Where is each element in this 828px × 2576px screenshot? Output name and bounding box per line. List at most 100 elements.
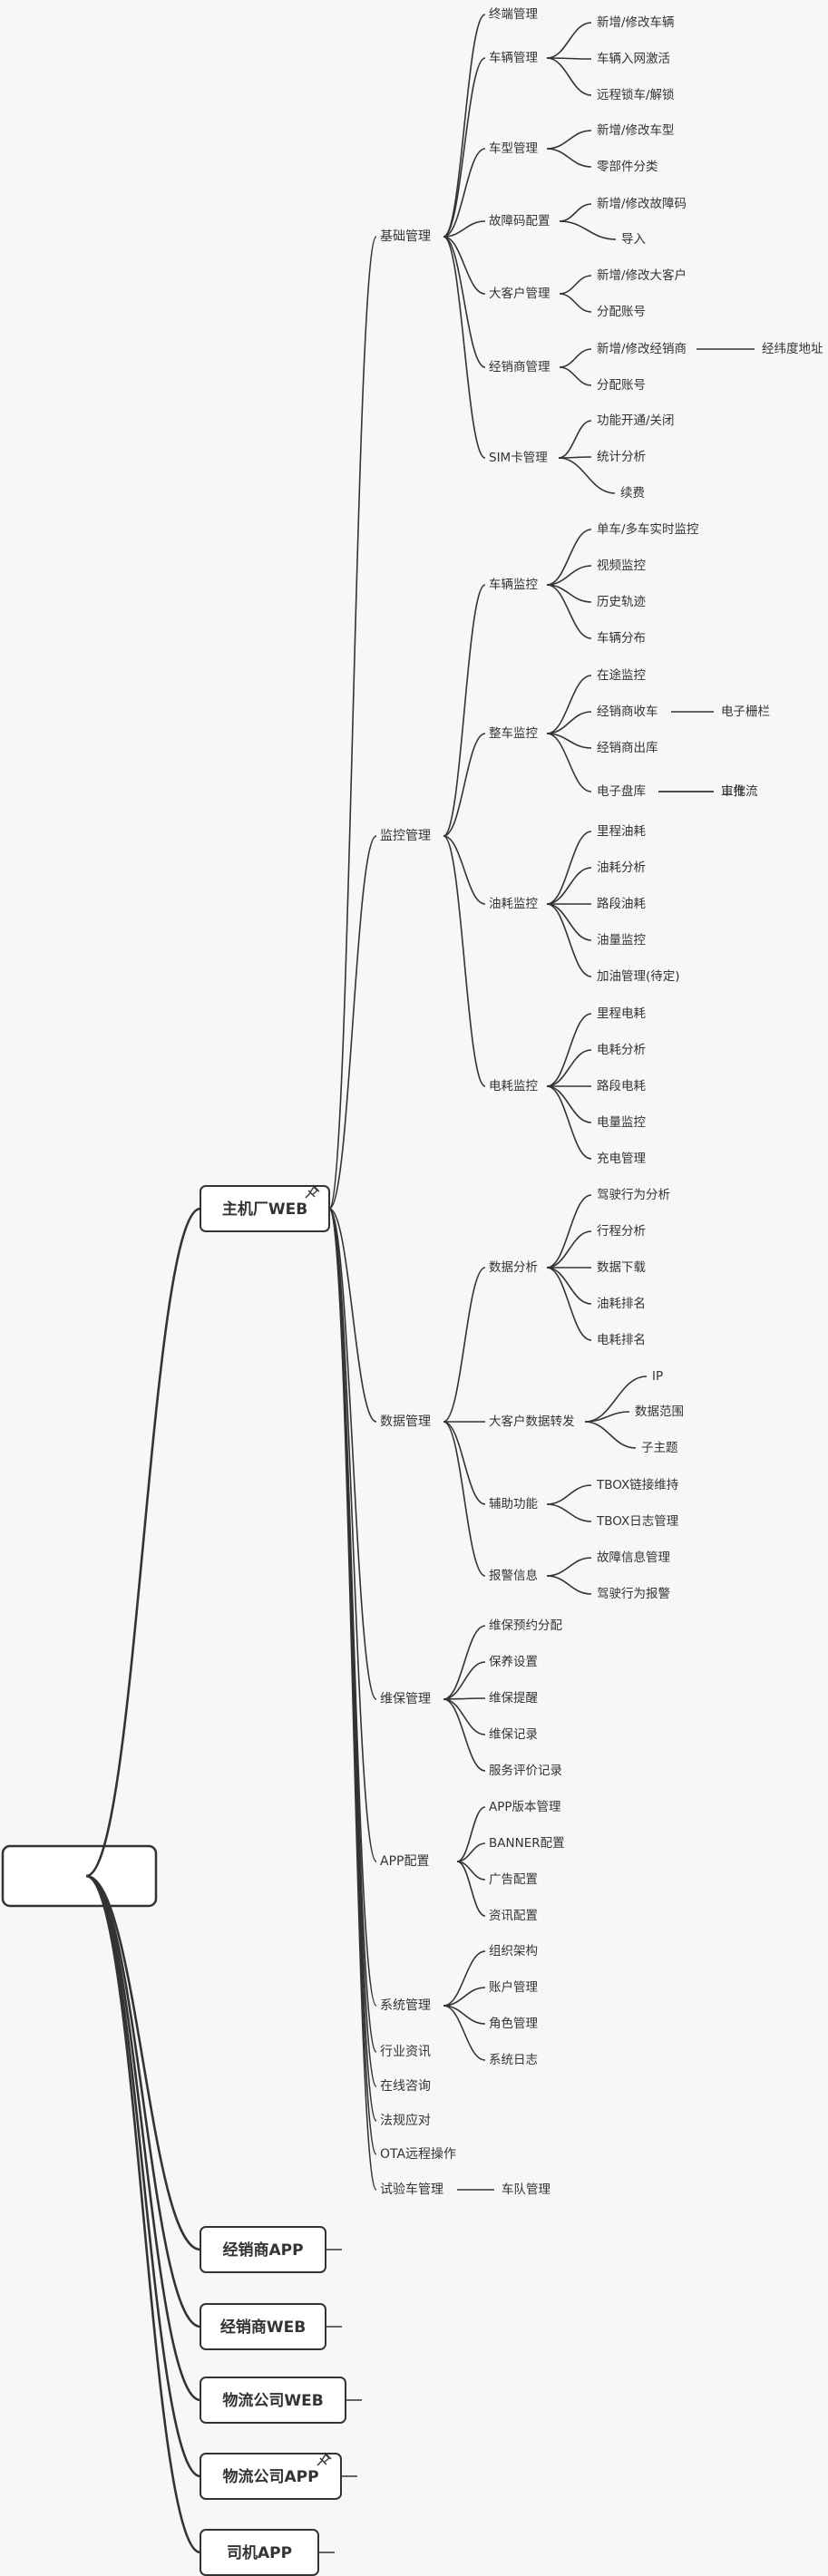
node-basic-3-0[interactable]: 新增/修改故障码: [597, 197, 687, 211]
node-monitor-3-4[interactable]: 充电管理: [597, 1152, 646, 1166]
node-data-2[interactable]: 辅助功能: [489, 1497, 538, 1512]
node-monitor-1-3-1[interactable]: 审批: [721, 784, 745, 799]
branch-dealer_app-label[interactable]: 经销商APP: [222, 2241, 303, 2260]
node-app-3[interactable]: 资讯配置: [489, 1909, 538, 1923]
node-basic-6[interactable]: SIM卡管理: [489, 451, 548, 465]
node-monitor-0-1[interactable]: 视频监控: [597, 559, 646, 573]
branch-logi_app-label[interactable]: 物流公司APP: [222, 2467, 318, 2486]
node-data-0-4[interactable]: 电耗排名: [597, 1333, 646, 1347]
node-sys[interactable]: 系统管理: [380, 1998, 431, 2013]
node-maint[interactable]: 维保管理: [380, 1692, 431, 1706]
node-basic-6-0[interactable]: 功能开通/关闭: [597, 413, 675, 428]
node-monitor[interactable]: 监控管理: [380, 829, 431, 843]
node-basic-1-0[interactable]: 新增/修改车辆: [597, 15, 675, 30]
node-basic-3[interactable]: 故障码配置: [489, 214, 550, 228]
node-monitor-2-2[interactable]: 路段油耗: [597, 897, 646, 911]
node-basic-5-1[interactable]: 分配账号: [597, 378, 646, 393]
node-data-0-1[interactable]: 行程分析: [597, 1224, 646, 1239]
node-maint-0[interactable]: 维保预约分配: [489, 1619, 562, 1633]
node-sys-0[interactable]: 组织架构: [489, 1944, 538, 1959]
node-data-0-0[interactable]: 驾驶行为分析: [597, 1188, 670, 1202]
node-monitor-2[interactable]: 油耗监控: [489, 897, 538, 911]
node-ota[interactable]: OTA远程操作: [380, 2147, 456, 2162]
node-law[interactable]: 法规应对: [380, 2113, 431, 2128]
node-monitor-0-0[interactable]: 单车/多车实时监控: [597, 521, 699, 537]
node-app-2[interactable]: 广告配置: [489, 1872, 538, 1887]
node-app-1[interactable]: BANNER配置: [489, 1836, 565, 1851]
node-monitor-3-0[interactable]: 里程电耗: [597, 1006, 646, 1021]
node-maint-4[interactable]: 服务评价记录: [489, 1764, 562, 1778]
node-monitor-1-1[interactable]: 经销商收车: [597, 704, 658, 719]
node-data-0-2[interactable]: 数据下载: [597, 1260, 646, 1275]
node-basic-4-0[interactable]: 新增/修改大客户: [597, 267, 687, 283]
node-basic-0[interactable]: 终端管理: [489, 7, 538, 22]
node-maint-1[interactable]: 保养设置: [489, 1655, 538, 1669]
node-monitor-0-2[interactable]: 历史轨迹: [597, 595, 646, 609]
root-node[interactable]: [1, 1844, 158, 1908]
node-monitor-1-1-0[interactable]: 电子栅栏: [721, 705, 770, 719]
node-monitor-1-2[interactable]: 经销商出库: [597, 741, 658, 755]
node-monitor-2-3[interactable]: 油量监控: [597, 933, 646, 948]
node-basic-3-1[interactable]: 导入: [621, 232, 647, 247]
node-monitor-1-3[interactable]: 电子盘库: [597, 783, 646, 799]
node-data-2-0[interactable]: TBOX链接维持: [596, 1477, 678, 1492]
node-basic-1-1[interactable]: 车辆入网激活: [597, 51, 670, 66]
node-consult[interactable]: 在线咨询: [380, 2079, 431, 2094]
node-monitor-3-1[interactable]: 电耗分析: [597, 1043, 646, 1057]
node-monitor-2-4[interactable]: 加油管理(待定): [597, 969, 680, 984]
branch-dealer_web-label[interactable]: 经销商WEB: [220, 2318, 306, 2337]
node-basic-4-1[interactable]: 分配账号: [597, 305, 646, 319]
node-maint-3[interactable]: 维保记录: [489, 1727, 538, 1742]
node-basic-5-0[interactable]: 新增/修改经销商: [597, 342, 687, 356]
node-basic-5-0-0[interactable]: 经纬度地址: [762, 342, 823, 356]
node-monitor-3-3[interactable]: 电量监控: [597, 1115, 646, 1130]
node-basic-1[interactable]: 车辆管理: [489, 50, 538, 65]
node-basic-2[interactable]: 车型管理: [489, 141, 538, 156]
connector: [443, 1421, 486, 1577]
branch-oem-label[interactable]: 主机厂WEB: [222, 1200, 307, 1219]
connector: [546, 1013, 592, 1087]
node-maint-2[interactable]: 维保提醒: [489, 1691, 538, 1706]
node-test[interactable]: 试验车管理: [380, 2182, 443, 2197]
node-data-3[interactable]: 报警信息: [489, 1568, 538, 1583]
node-sys-2[interactable]: 角色管理: [489, 2016, 538, 2031]
node-data[interactable]: 数据管理: [380, 1414, 431, 1429]
node-test-0[interactable]: 车队管理: [502, 2182, 550, 2197]
node-sys-3[interactable]: 系统日志: [489, 2053, 538, 2067]
node-basic-2-1[interactable]: 零部件分类: [597, 160, 658, 174]
node-basic-4[interactable]: 大客户管理: [489, 286, 550, 301]
node-monitor-3-2[interactable]: 路段电耗: [597, 1079, 646, 1094]
node-basic[interactable]: 基础管理: [380, 228, 431, 244]
node-monitor-2-1[interactable]: 油耗分析: [597, 860, 646, 875]
node-basic-2-0[interactable]: 新增/修改车型: [597, 122, 675, 138]
node-data-1-0[interactable]: IP: [652, 1369, 663, 1384]
node-sys-1[interactable]: 账户管理: [489, 1979, 538, 1995]
node-data-3-1[interactable]: 驾驶行为报警: [597, 1587, 670, 1601]
node-basic-1-2[interactable]: 远程锁车/解锁: [597, 87, 675, 102]
node-basic-6-2[interactable]: 续费: [620, 486, 645, 501]
node-app-0[interactable]: APP版本管理: [489, 1800, 561, 1814]
node-basic-5[interactable]: 经销商管理: [489, 360, 550, 374]
node-data-3-0[interactable]: 故障信息管理: [597, 1550, 670, 1565]
node-data-2-1[interactable]: TBOX日志管理: [596, 1514, 679, 1529]
branch-driver_app-label[interactable]: 司机APP: [227, 2543, 292, 2562]
node-monitor-0-3[interactable]: 车辆分布: [597, 630, 646, 646]
node-monitor-2-0[interactable]: 里程油耗: [597, 824, 646, 839]
branch-logi_web-label[interactable]: 物流公司WEB: [222, 2391, 323, 2410]
node-data-1-1[interactable]: 数据范围: [635, 1405, 684, 1419]
node-data-0[interactable]: 数据分析: [489, 1260, 538, 1275]
node-data-0-3[interactable]: 油耗排名: [597, 1297, 646, 1311]
node-data-1-2[interactable]: 子主题: [641, 1441, 678, 1455]
node-monitor-0[interactable]: 车辆监控: [489, 577, 538, 592]
connector: [443, 1625, 486, 1700]
node-monitor-1-3-0[interactable]: 工作流: [721, 784, 758, 799]
node-basic-6-1[interactable]: 统计分析: [597, 450, 646, 464]
node-news[interactable]: 行业资讯: [380, 2045, 431, 2059]
node-app[interactable]: APP配置: [380, 1854, 429, 1869]
connector: [546, 903, 592, 977]
node-monitor-1-0[interactable]: 在途监控: [597, 667, 646, 683]
connector: [546, 1267, 592, 1341]
node-monitor-1[interactable]: 整车监控: [489, 725, 538, 741]
node-monitor-3[interactable]: 电耗监控: [489, 1079, 538, 1094]
node-data-1[interactable]: 大客户数据转发: [489, 1414, 575, 1429]
